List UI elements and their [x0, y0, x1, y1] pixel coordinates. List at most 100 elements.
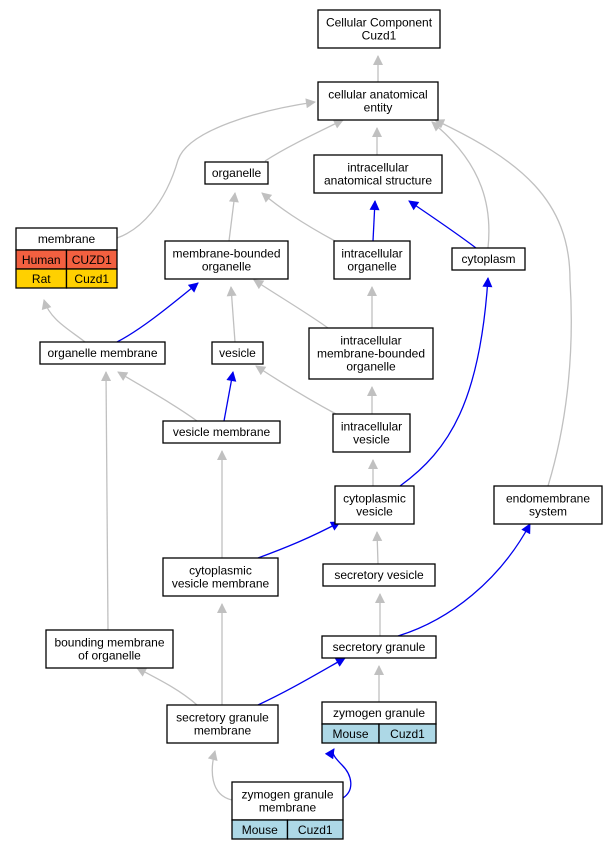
- node-label: vesicle: [353, 433, 390, 447]
- node-box: [162, 557, 279, 597]
- e-organelle-cae: [264, 119, 344, 162]
- e-cvm-cv: [257, 521, 341, 559]
- node-box: [162, 420, 281, 444]
- node-label: membrane: [194, 724, 252, 738]
- node-om[interactable]: organelle membrane: [39, 341, 166, 365]
- node-cytoplasm[interactable]: cytoplasm: [451, 247, 526, 271]
- e-sv-cv: [372, 531, 383, 565]
- node-label: organelle: [346, 360, 396, 374]
- node-box: [45, 629, 174, 669]
- e-zgm-sgm: [207, 750, 233, 801]
- node-box: [451, 247, 526, 271]
- node-label: organelle: [212, 166, 262, 180]
- node-box: [334, 485, 415, 525]
- e-cytoplasm-cae: [431, 121, 490, 249]
- gene-cell: [286, 819, 344, 840]
- e-sgm-bmo: [136, 667, 198, 706]
- node-label: secretory vesicle: [334, 568, 424, 582]
- annotation-row: Mouse Cuzd1: [231, 819, 344, 840]
- node-label: secretory granule: [333, 640, 426, 654]
- node-box: [332, 413, 411, 453]
- node-label: system: [529, 505, 567, 519]
- node-label: anatomical structure: [324, 174, 432, 188]
- node-sv[interactable]: secretory vesicle: [322, 563, 436, 587]
- node-box: [317, 9, 441, 49]
- node-label: of organelle: [78, 649, 141, 663]
- node-box: [39, 341, 166, 365]
- node-box: [308, 327, 434, 380]
- node-label: organelle: [202, 260, 252, 274]
- node-label: membrane: [38, 232, 96, 246]
- e-om-membrane: [41, 299, 86, 343]
- node-label: vesicle membrane: [173, 425, 271, 439]
- node-label: Cellular Component: [326, 16, 433, 30]
- node-label: vesicle: [356, 505, 393, 519]
- e-imbo-mbo: [253, 279, 329, 329]
- node-box: [211, 341, 264, 365]
- node-box: [313, 154, 443, 194]
- e-io-organelle: [261, 192, 336, 242]
- node-label: cellular anatomical: [328, 88, 427, 102]
- node-vm[interactable]: vesicle membrane: [162, 420, 281, 444]
- node-label: organelle: [347, 260, 397, 274]
- node-label: Cuzd1: [362, 29, 397, 43]
- node-label: cytoplasm: [461, 252, 515, 266]
- e-cv-cytoplasm: [399, 277, 493, 487]
- node-label: vesicle: [219, 346, 256, 360]
- e-io-ias: [369, 200, 380, 242]
- edges: [41, 55, 572, 801]
- e-mbo-organelle: [228, 192, 239, 242]
- node-label: intracellular: [341, 247, 402, 261]
- gene-cell: [65, 268, 118, 289]
- e-sgm-sg: [257, 657, 346, 706]
- node-box: [166, 704, 279, 744]
- node-label: membrane-bounded: [172, 247, 280, 261]
- e-om-mbo: [116, 282, 199, 343]
- node-sg[interactable]: secretory granule: [321, 635, 437, 659]
- gene-label: Cuzd1: [390, 727, 425, 741]
- node-label: entity: [364, 101, 393, 115]
- node-label: zymogen granule: [333, 706, 425, 720]
- node-label: cytoplasmic: [189, 564, 252, 578]
- gene-label: Cuzd1: [298, 823, 333, 837]
- node-label: membrane: [259, 801, 317, 815]
- node-vesicle[interactable]: vesicle: [211, 341, 264, 365]
- e-iv-vesicle: [255, 365, 337, 415]
- node-label: zymogen granule: [241, 788, 333, 802]
- node-box: [204, 161, 269, 185]
- node-box: [322, 563, 436, 587]
- node-box: [321, 635, 437, 659]
- node-organelle[interactable]: organelle: [204, 161, 269, 185]
- node-box: [164, 240, 289, 280]
- species-label: Rat: [32, 272, 51, 286]
- species-label: Human: [22, 253, 61, 267]
- node-label: endomembrane: [506, 492, 590, 506]
- e-bmo-om: [101, 371, 112, 631]
- e-es-cae: [434, 119, 572, 487]
- species-label: Mouse: [242, 823, 278, 837]
- e-vm-vesicle: [223, 371, 237, 422]
- node-label: membrane-bounded: [317, 347, 425, 361]
- node-label: intracellular: [341, 420, 402, 434]
- node-label: bounding membrane: [54, 636, 164, 650]
- node-label: intracellular: [347, 161, 408, 175]
